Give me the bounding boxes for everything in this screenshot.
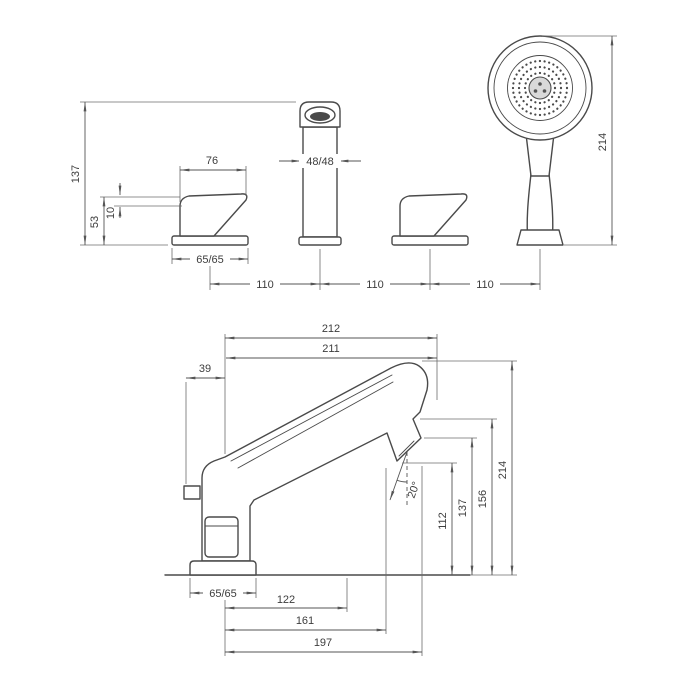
- shower-holder: [516, 229, 564, 246]
- dim-height-aerator: 137: [424, 437, 477, 576]
- dim-spout-face: 48/48: [279, 154, 361, 168]
- dim-label-110-right: 110: [476, 279, 494, 291]
- spout-mouth-opening: [310, 112, 330, 121]
- dim-lever-thickness: 10: [105, 183, 182, 219]
- shower-center-button: [528, 76, 552, 100]
- dim-label-156: 156: [477, 490, 489, 508]
- label-background: [203, 586, 243, 599]
- dim-label-76: 76: [206, 155, 218, 167]
- dim-hole-pitch: 110 110 110: [209, 249, 541, 291]
- right-handle: [391, 193, 469, 246]
- shower-nozzle-dots: [511, 59, 569, 117]
- dim-label-65-65-side: 65/65: [209, 588, 237, 600]
- dim-label-161: 161: [296, 615, 314, 627]
- dim-label-137: 137: [70, 165, 82, 183]
- dim-label-110-center: 110: [366, 279, 384, 291]
- dim-spout-height: 137: [70, 101, 296, 246]
- hand-shower: [487, 35, 593, 246]
- dim-label-212: 212: [322, 323, 340, 335]
- handle-window: [204, 516, 239, 558]
- dim-overall-height: 214: [542, 35, 617, 246]
- dim-base-plate: 65/65: [189, 578, 257, 600]
- dim-label-122: 122: [277, 594, 295, 606]
- dim-label-211: 211: [322, 343, 340, 355]
- dim-label-214-side: 214: [497, 461, 509, 479]
- dim-height-overall: 214: [422, 360, 517, 576]
- rear-tab: [183, 485, 201, 500]
- spout-base: [298, 236, 342, 246]
- shower-center-dots: [533, 82, 547, 93]
- dim-label-137-side: 137: [457, 499, 469, 517]
- label-background: [470, 277, 500, 290]
- dim-label-197: 197: [314, 637, 332, 649]
- spout-body-side: [201, 362, 429, 562]
- top-view: 137 76 53 10 48/48: [70, 35, 617, 291]
- dim-depth: 212 211: [224, 323, 438, 454]
- label-background: [190, 252, 230, 265]
- dim-reach: 122 161 197: [224, 466, 423, 656]
- spout-front: [298, 101, 342, 246]
- dim-label-112: 112: [437, 512, 449, 530]
- dim-label-53: 53: [89, 216, 101, 228]
- dim-label-39: 39: [199, 363, 211, 375]
- aerator-line: [398, 440, 415, 457]
- dim-height-underside: 156: [420, 418, 497, 576]
- dim-height-outlet: 112: [402, 462, 457, 576]
- water-direction-arrow: [389, 451, 408, 501]
- dim-label-20deg: 20°: [406, 480, 423, 500]
- label-background: [250, 277, 280, 290]
- spout-top-face-line: [237, 381, 394, 469]
- spout-top-face-line: [230, 374, 393, 462]
- dim-rear-offset: 39: [185, 363, 226, 484]
- dim-label-110-left: 110: [256, 279, 274, 291]
- shower-spray-plate: [507, 55, 573, 121]
- base-escutcheon: [189, 560, 257, 576]
- dim-label-214: 214: [597, 133, 609, 151]
- angle-arc: [396, 479, 408, 483]
- dim-handle-base: 65/65: [171, 248, 249, 266]
- dim-label-10: 10: [105, 207, 117, 219]
- shower-head-ring: [493, 41, 587, 135]
- dim-handle-width: 76: [179, 155, 247, 202]
- dim-label-48-48: 48/48: [306, 156, 334, 168]
- label-background: [360, 277, 390, 290]
- spray-angle: 20°: [389, 451, 423, 505]
- label-background: [299, 154, 341, 168]
- dim-handle-height: 53: [89, 196, 180, 246]
- left-handle: [171, 193, 249, 246]
- side-view: 20° 212 211 39 112 137: [164, 323, 517, 656]
- dim-label-65-65: 65/65: [196, 254, 224, 266]
- spout-column: [302, 126, 338, 238]
